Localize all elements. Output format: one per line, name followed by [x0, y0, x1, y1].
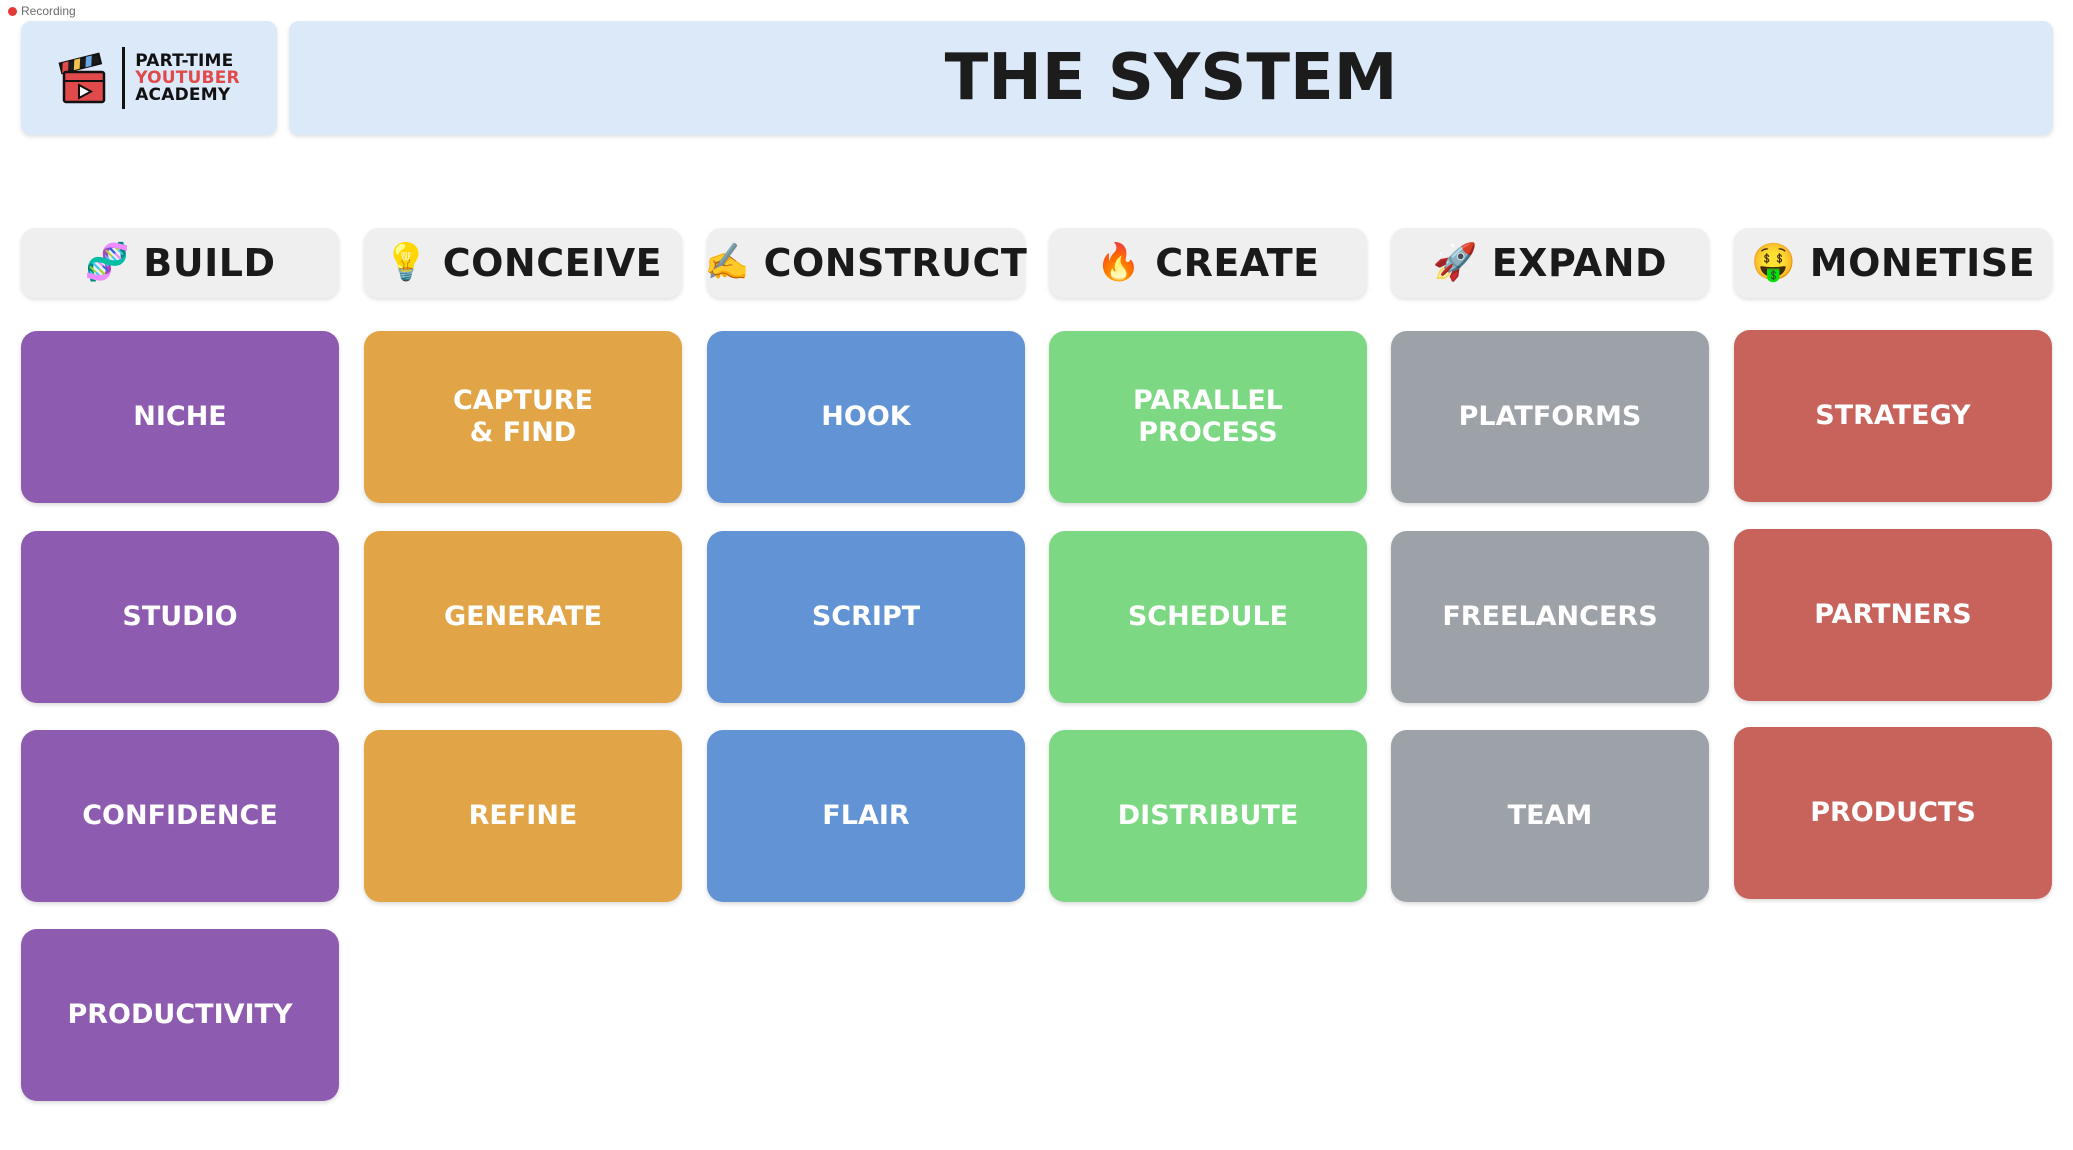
- academy-logo: PART-TIME YOUTUBER ACADEMY: [21, 21, 277, 135]
- tile-hook[interactable]: HOOK: [707, 331, 1025, 503]
- column-header-label: CREATE: [1155, 241, 1320, 285]
- tile-refine[interactable]: REFINE: [364, 730, 682, 902]
- column-header-label: MONETISE: [1809, 241, 2036, 285]
- tile-niche[interactable]: NICHE: [21, 331, 339, 503]
- tile-parallel-process[interactable]: PARALLEL PROCESS: [1049, 331, 1367, 503]
- column-header-monetise: 🤑 MONETISE: [1734, 228, 2052, 298]
- column-header-label: CONCEIVE: [442, 241, 663, 285]
- money-mouth-face-icon: 🤑: [1750, 242, 1796, 283]
- tile-distribute[interactable]: DISTRIBUTE: [1049, 730, 1367, 902]
- page-title: THE SYSTEM: [944, 41, 1398, 115]
- logo-line-3: ACADEMY: [135, 84, 231, 105]
- tile-capture-and-find[interactable]: CAPTURE & FIND: [364, 331, 682, 503]
- dna-icon: 🧬: [84, 242, 130, 283]
- column-header-label: BUILD: [143, 241, 276, 285]
- column-header-label: EXPAND: [1491, 241, 1668, 285]
- column-header-build: 🧬 BUILD: [21, 228, 339, 298]
- tile-partners[interactable]: PARTNERS: [1734, 529, 2052, 701]
- title-banner: THE SYSTEM: [289, 21, 2053, 135]
- tile-productivity[interactable]: PRODUCTIVITY: [21, 929, 339, 1101]
- tile-products[interactable]: PRODUCTS: [1734, 727, 2052, 899]
- tile-generate[interactable]: GENERATE: [364, 531, 682, 703]
- tile-platforms[interactable]: PLATFORMS: [1391, 331, 1709, 503]
- tile-script[interactable]: SCRIPT: [707, 531, 1025, 703]
- clapperboard-icon: [58, 52, 106, 104]
- tile-studio[interactable]: STUDIO: [21, 531, 339, 703]
- column-header-label: CONSTRUCT: [763, 241, 1028, 285]
- tile-confidence[interactable]: CONFIDENCE: [21, 730, 339, 902]
- logo-line-2: YOUTUBER: [135, 67, 240, 88]
- fire-icon: 🔥: [1096, 242, 1142, 283]
- rocket-icon: 🚀: [1432, 242, 1478, 283]
- column-header-expand: 🚀 EXPAND: [1391, 228, 1709, 298]
- recording-indicator: Recording: [8, 4, 76, 18]
- writing-hand-icon: ✍️: [704, 242, 750, 283]
- column-header-conceive: 💡 CONCEIVE: [364, 228, 682, 298]
- tile-freelancers[interactable]: FREELANCERS: [1391, 531, 1709, 703]
- tile-team[interactable]: TEAM: [1391, 730, 1709, 902]
- column-header-create: 🔥 CREATE: [1049, 228, 1367, 298]
- recording-dot-icon: [8, 6, 17, 16]
- logo-line-1: PART-TIME: [135, 50, 234, 71]
- tile-flair[interactable]: FLAIR: [707, 730, 1025, 902]
- column-header-construct: ✍️ CONSTRUCT: [704, 228, 1028, 298]
- tile-strategy[interactable]: STRATEGY: [1734, 330, 2052, 502]
- recording-label: Recording: [21, 4, 76, 18]
- lightbulb-icon: 💡: [383, 242, 429, 283]
- tile-schedule[interactable]: SCHEDULE: [1049, 531, 1367, 703]
- logo-divider: [122, 47, 126, 109]
- logo-text: PART-TIME YOUTUBER ACADEMY: [135, 50, 240, 105]
